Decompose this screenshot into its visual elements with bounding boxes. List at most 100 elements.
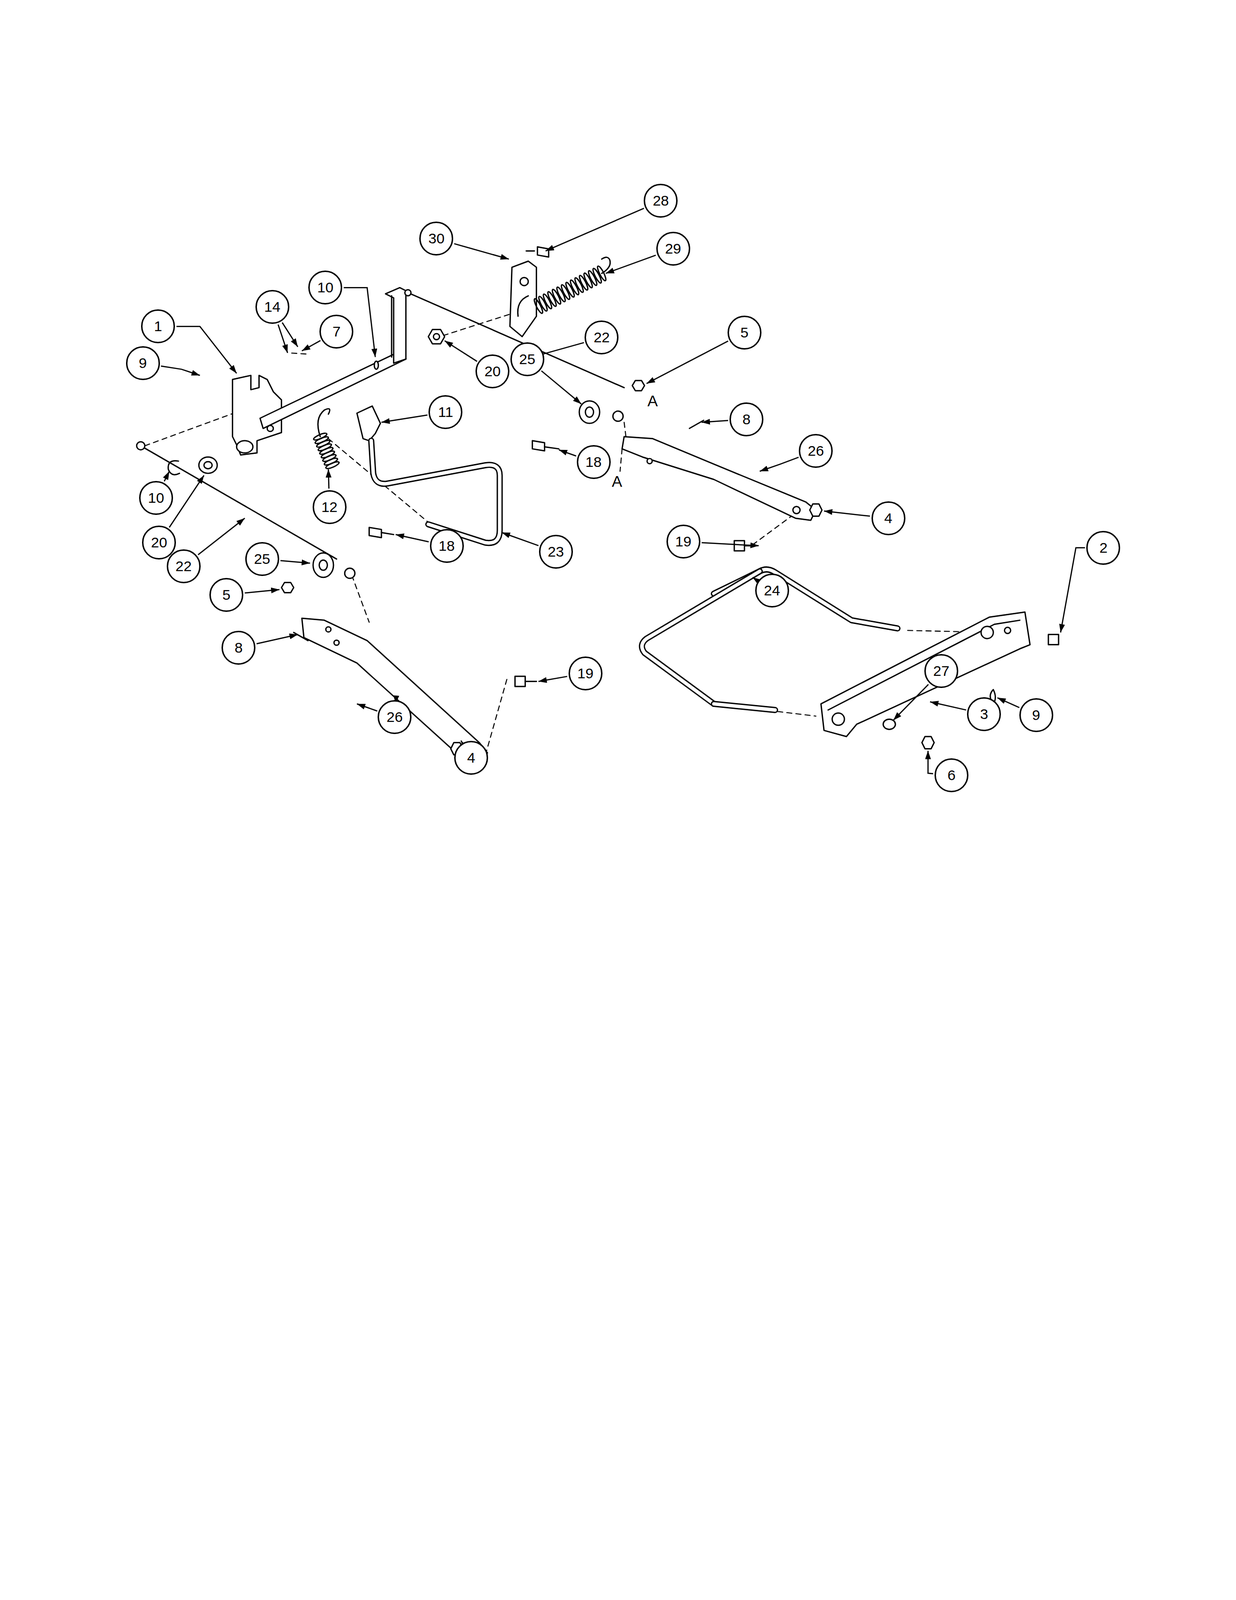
reference-letter: A — [646, 392, 659, 410]
callout-circle: 22 — [166, 549, 201, 584]
leader-line — [646, 340, 729, 384]
callout-circle: 9 — [126, 346, 160, 381]
callout-number: 10 — [147, 490, 164, 506]
callout-circle: 26 — [798, 433, 833, 468]
callout-circle: 28 — [643, 183, 678, 218]
leader-line — [160, 365, 200, 376]
leader-line — [356, 703, 378, 712]
callout-number: 19 — [675, 534, 692, 549]
leader-line — [244, 589, 280, 593]
leader-line — [1060, 547, 1085, 633]
callout-circle: 10 — [139, 480, 174, 515]
leader-line — [454, 243, 509, 260]
callout-number: 22 — [175, 558, 192, 574]
reference-letter: A — [610, 473, 623, 490]
callout-number: 14 — [264, 299, 281, 315]
leader-line — [701, 542, 760, 546]
callout-circle: 22 — [584, 320, 619, 355]
callout-circle: 14 — [255, 289, 290, 324]
leader-line — [759, 457, 799, 472]
callout-number: 26 — [807, 443, 824, 459]
callout-circle: 27 — [924, 653, 959, 688]
callout-circle: 8 — [221, 630, 256, 665]
callout-circle: 9 — [1019, 697, 1054, 732]
callout-circle: 26 — [377, 699, 412, 734]
leader-line — [558, 449, 577, 457]
leader-line — [501, 532, 539, 546]
callout-number: 29 — [665, 241, 682, 256]
leader-line — [256, 634, 298, 644]
callout-number: 2 — [1099, 540, 1108, 555]
leader-line — [169, 475, 204, 527]
callout-circle: 5 — [727, 315, 762, 350]
leader-line — [301, 340, 321, 351]
callout-number: 5 — [222, 587, 231, 603]
callout-number: 11 — [438, 404, 454, 420]
spring — [532, 265, 607, 315]
callout-circle: 8 — [729, 402, 764, 437]
callout-circle: 19 — [666, 524, 701, 559]
callout-number: 6 — [947, 767, 956, 783]
callout-number: 27 — [933, 663, 950, 679]
callout-number: 9 — [1031, 707, 1041, 723]
callout-circle: 5 — [209, 577, 244, 612]
callout-number: 4 — [467, 750, 476, 765]
callout-number: 8 — [742, 412, 751, 427]
callout-number: 30 — [428, 231, 445, 246]
callout-circle: 29 — [656, 231, 691, 266]
callout-number: 8 — [234, 640, 243, 655]
leader-line — [541, 370, 582, 404]
leader-line — [328, 469, 329, 489]
leader-line — [395, 534, 429, 542]
leader-line — [198, 518, 245, 555]
callout-circle: 19 — [568, 656, 603, 691]
callout-number: 25 — [519, 351, 536, 367]
callout-circle: 2 — [1086, 530, 1121, 565]
leader-line — [701, 420, 729, 423]
callout-circle: 12 — [312, 490, 347, 524]
callout-number: 25 — [253, 551, 270, 567]
callout-number: 23 — [547, 544, 564, 559]
spring — [312, 431, 340, 470]
leader-line — [538, 676, 568, 682]
leader-line — [282, 322, 298, 347]
callout-circle: 7 — [319, 314, 354, 349]
callout-number: 28 — [652, 193, 669, 208]
callout-number: 10 — [316, 280, 333, 295]
callout-circle: 10 — [308, 270, 343, 305]
callout-number: 12 — [321, 499, 338, 515]
callout-number: 24 — [763, 583, 780, 598]
callout-number: 1 — [154, 318, 163, 334]
leader-line — [893, 684, 929, 721]
callout-circle: 18 — [429, 528, 464, 563]
callout-circle: 1 — [141, 309, 175, 344]
callout-circle: 11 — [428, 395, 463, 429]
leader-line — [930, 701, 967, 711]
callout-number: 20 — [151, 535, 168, 550]
callout-number: 18 — [585, 454, 602, 470]
leader-line — [997, 697, 1020, 708]
callout-number: 4 — [884, 510, 893, 526]
callout-circle: 25 — [245, 541, 280, 576]
callout-number: 19 — [577, 665, 594, 681]
callout-number: 9 — [138, 355, 147, 371]
callout-circle: 24 — [755, 573, 790, 608]
callout-circle: 30 — [419, 221, 454, 256]
leader-line — [928, 750, 934, 774]
callout-number: 3 — [980, 706, 989, 722]
leader-line — [460, 740, 462, 742]
leader-line — [280, 560, 311, 563]
callout-circle: 3 — [966, 697, 1001, 731]
leader-line — [824, 510, 871, 517]
leader-line — [444, 340, 477, 362]
callout-circle: 18 — [576, 444, 611, 479]
callout-number: 20 — [484, 364, 501, 379]
callout-number: 22 — [593, 330, 610, 345]
callout-circle: 23 — [538, 534, 573, 569]
leader-line — [605, 254, 656, 274]
leader-line — [752, 577, 758, 581]
callout-number: 7 — [332, 324, 341, 339]
leader-line — [164, 471, 170, 482]
